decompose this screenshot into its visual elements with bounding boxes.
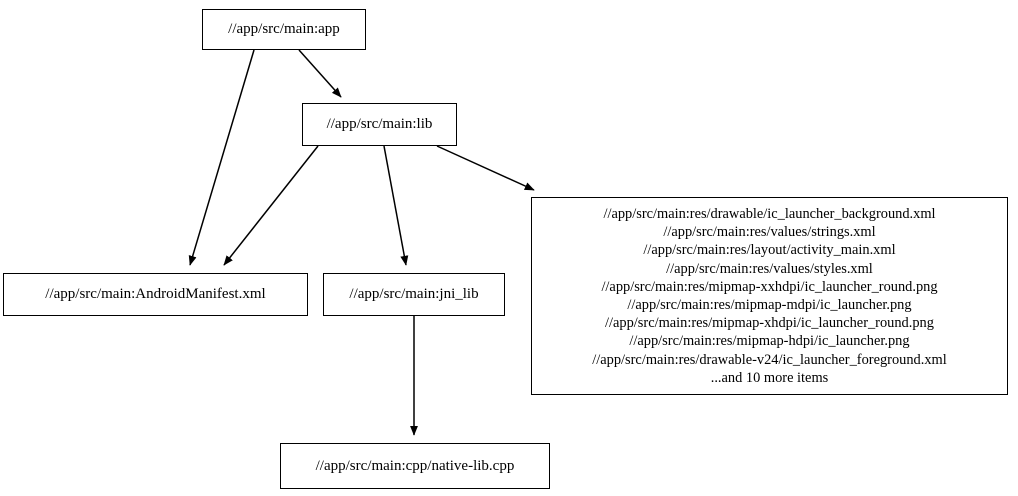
edge-lib-to-jni-lib xyxy=(383,145,409,266)
node-label: //app/src/main:AndroidManifest.xml xyxy=(45,286,266,302)
edge-app-to-manifest xyxy=(188,49,255,266)
node-app-src-main-lib[interactable]: //app/src/main:lib xyxy=(302,103,457,146)
node-label: //app/src/main:app xyxy=(228,21,340,37)
edge-lib-to-res xyxy=(436,145,535,191)
node-label: //app/src/main:res/drawable/ic_launcher_… xyxy=(592,205,947,386)
node-app-src-main-cpp-native-lib-cpp[interactable]: //app/src/main:cpp/native-lib.cpp xyxy=(280,443,550,489)
node-label: //app/src/main:jni_lib xyxy=(349,286,479,302)
node-app-src-main-res-group[interactable]: //app/src/main:res/drawable/ic_launcher_… xyxy=(531,197,1008,395)
node-app-src-main-jni-lib[interactable]: //app/src/main:jni_lib xyxy=(323,273,505,316)
edge-app-to-lib xyxy=(298,49,342,98)
node-app-src-main-androidmanifest-xml[interactable]: //app/src/main:AndroidManifest.xml xyxy=(3,273,308,316)
edge-lib-to-manifest xyxy=(223,145,319,266)
node-app-src-main-app[interactable]: //app/src/main:app xyxy=(202,9,366,50)
node-label: //app/src/main:lib xyxy=(326,116,433,132)
node-label: //app/src/main:cpp/native-lib.cpp xyxy=(315,457,515,474)
